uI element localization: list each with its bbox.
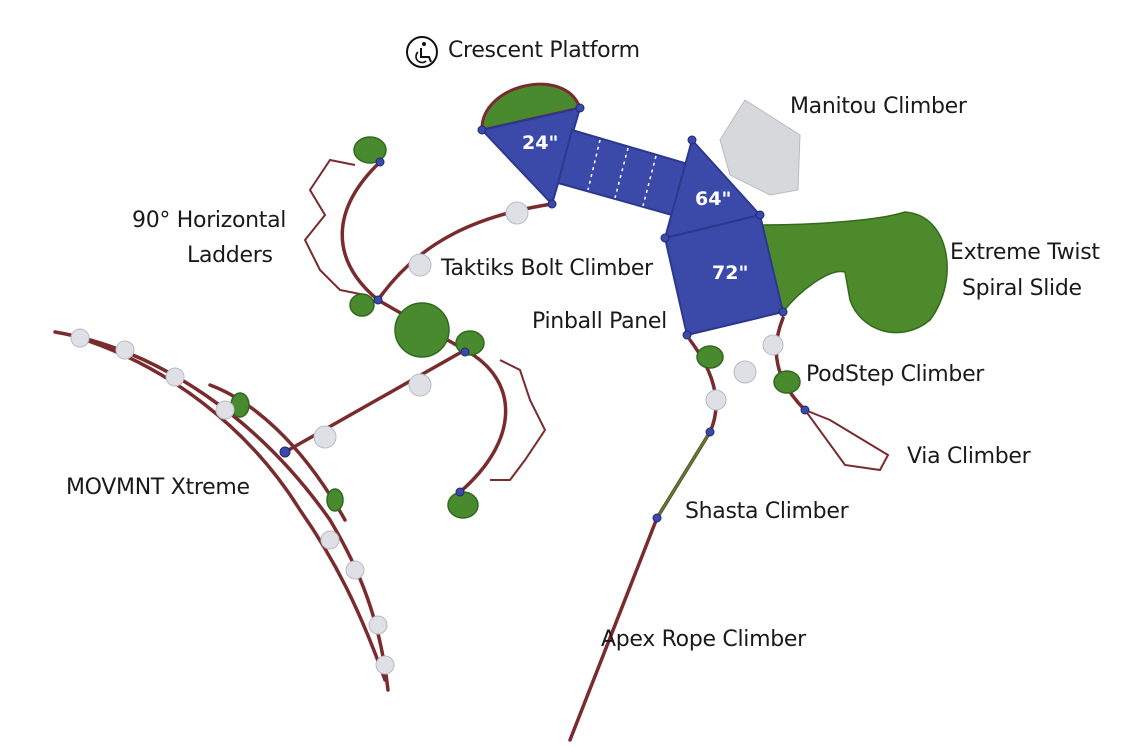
decks bbox=[480, 106, 785, 337]
crescent-dome bbox=[480, 82, 582, 132]
label-podstep-climber: PodStep Climber bbox=[806, 362, 985, 387]
ladder-rungs bbox=[303, 158, 890, 481]
bolts bbox=[279, 103, 810, 523]
bridge-seams bbox=[587, 139, 657, 207]
label-crescent-platform: Crescent Platform bbox=[448, 38, 640, 63]
label-manitou-climber: Manitou Climber bbox=[790, 94, 967, 119]
deck-height-64: 64" bbox=[695, 188, 732, 210]
label-via-climber: Via Climber bbox=[907, 444, 1031, 469]
label-shasta-climber: Shasta Climber bbox=[685, 499, 849, 524]
climber-pods bbox=[230, 136, 801, 519]
label-pinball-panel: Pinball Panel bbox=[532, 309, 667, 334]
label-horizontal-ladders-1: 90° Horizontal bbox=[132, 208, 287, 233]
label-movmnt-xtreme: MOVMNT Xtreme bbox=[66, 475, 250, 500]
spiral-slide bbox=[759, 211, 948, 334]
wheelchair-accessible-icon bbox=[406, 36, 438, 68]
label-taktiks-bolt-climber: Taktiks Bolt Climber bbox=[441, 256, 653, 281]
deck-height-72: 72" bbox=[712, 262, 749, 284]
label-spiral-slide-1: Extreme Twist bbox=[950, 240, 1100, 265]
shasta-rope bbox=[656, 431, 711, 519]
label-horizontal-ladders-2: Ladders bbox=[187, 243, 273, 268]
label-apex-rope-climber: Apex Rope Climber bbox=[601, 627, 806, 652]
deck-height-24: 24" bbox=[522, 132, 559, 154]
manitou-climber-wall bbox=[719, 99, 801, 196]
label-spiral-slide-2: Spiral Slide bbox=[962, 276, 1082, 301]
grey-holds bbox=[70, 201, 784, 675]
